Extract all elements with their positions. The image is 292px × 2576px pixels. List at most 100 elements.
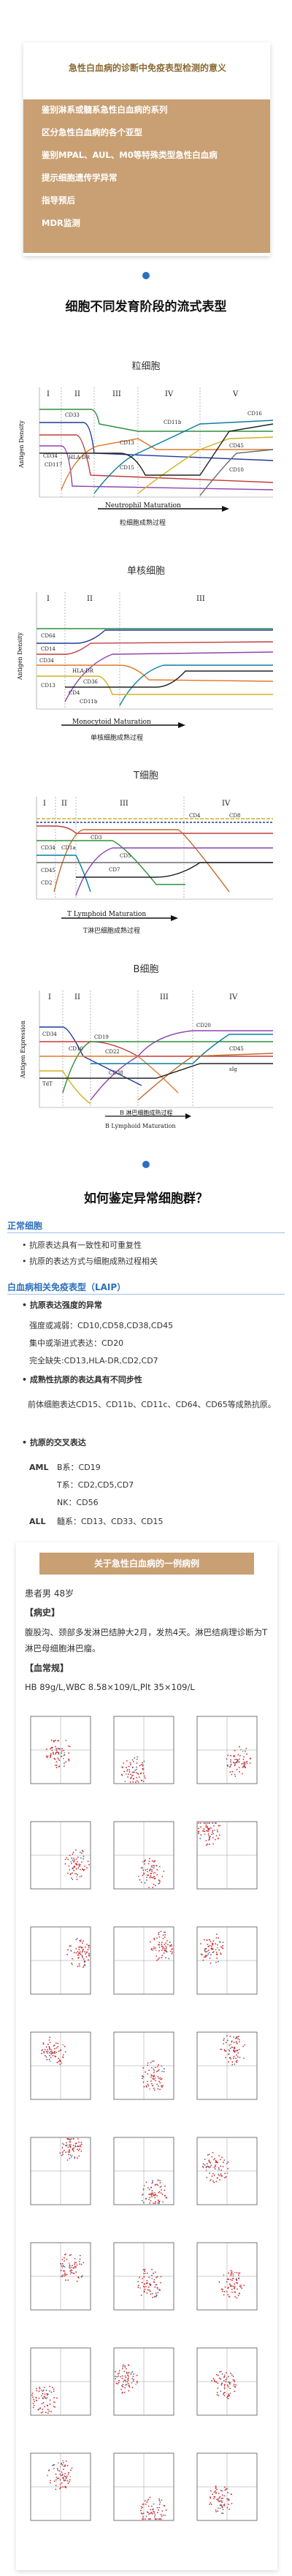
marker-label: CD64 (41, 633, 55, 639)
event-dot (69, 2469, 72, 2471)
event-dot (216, 1933, 218, 1935)
event-dot (70, 2143, 72, 2145)
event-dot (87, 1860, 89, 1863)
event-dot (205, 1955, 207, 1958)
flow-plot (30, 2452, 91, 2521)
event-dot (50, 2391, 53, 2393)
event-dot (218, 1961, 219, 1963)
event-dot (64, 2476, 66, 2477)
event-dot (72, 1859, 74, 1861)
event-dot (237, 1759, 239, 1761)
event-dot (80, 1857, 82, 1859)
stage-label: II (74, 993, 80, 1001)
flow-plot (113, 2242, 174, 2311)
event-dot (209, 1836, 210, 1838)
event-dot (45, 1755, 47, 1757)
event-dot (220, 2390, 222, 2393)
event-dot (158, 1957, 161, 1959)
event-dot (161, 1876, 164, 1877)
event-dot (126, 1770, 128, 1772)
event-dot (49, 2403, 51, 2405)
event-dot (78, 1949, 80, 1951)
chart-caption-tcell: T细胞 (134, 770, 158, 781)
event-dot (54, 2047, 55, 2050)
header-title: 急性白血病的诊断中免疫表型检测的意义 (68, 63, 226, 73)
event-dot (223, 2037, 225, 2039)
event-dot (226, 1764, 228, 1766)
event-dot (212, 1951, 215, 1953)
event-dot (147, 2518, 150, 2520)
event-dot (59, 1748, 61, 1750)
event-dot (215, 2490, 216, 2492)
event-dot (144, 1863, 145, 1865)
event-dot (222, 1947, 224, 1950)
history-text: 腹股沟、颈部多发淋巴结肿大2月，发热4天。淋巴结病理诊断为T淋巴母细胞淋巴瘤。 (25, 1627, 268, 1653)
flow-plot (30, 1716, 91, 1784)
event-dot (128, 1765, 130, 1768)
event-dot (212, 2498, 215, 2499)
event-dot (55, 2488, 57, 2490)
event-dot (76, 2280, 78, 2282)
event-dot (154, 2067, 156, 2069)
event-dot (46, 2393, 48, 2395)
event-dot (156, 2083, 158, 2086)
event-dot (161, 1943, 163, 1945)
event-dot (136, 1780, 138, 1782)
flow-plot (113, 2347, 174, 2416)
chart-caption-monocyte: 单核细胞 (126, 566, 165, 577)
event-dot (198, 1822, 199, 1824)
event-dot (218, 2371, 220, 2373)
event-dot (223, 2387, 226, 2390)
event-dot (235, 2050, 237, 2052)
event-dot (216, 2499, 218, 2501)
event-dot (140, 1867, 142, 1868)
event-dot (222, 2497, 224, 2499)
event-dot (49, 2390, 50, 2392)
event-dot (159, 2186, 161, 2188)
event-dot (42, 2043, 45, 2045)
event-dot (234, 1765, 236, 1767)
event-dot (126, 1767, 127, 1768)
event-dot (79, 2148, 81, 2151)
event-dot (79, 1864, 81, 1866)
event-dot (54, 2052, 56, 2054)
event-dot (153, 2089, 155, 2091)
section-title: 细胞不同发育阶段的流式表型 (65, 300, 227, 314)
cross-text: B系：CD19 (57, 1463, 101, 1472)
event-dot (64, 2473, 66, 2474)
event-dot (207, 1953, 210, 1955)
event-dot (228, 2044, 231, 2046)
event-dot (159, 2180, 161, 2182)
event-dot (235, 2057, 237, 2059)
event-dot (238, 2041, 240, 2043)
event-dot (58, 1765, 61, 1767)
event-dot (207, 1950, 210, 1951)
event-dot (135, 1766, 137, 1768)
event-dot (128, 2390, 130, 2392)
event-dot (228, 2382, 231, 2384)
event-dot (227, 2492, 229, 2493)
event-dot (139, 2287, 142, 2289)
laip-paragraph: 前体细胞表达CD15、CD11b、CD11c、CD64、CD65等成熟抗原。 (28, 1400, 276, 1409)
event-dot (78, 1863, 80, 1865)
event-dot (62, 2270, 64, 2272)
event-dot (136, 1776, 138, 1778)
flow-plot (30, 2242, 91, 2311)
event-dot (66, 2273, 68, 2276)
stage-label: III (160, 993, 169, 1001)
event-dot (69, 2144, 70, 2145)
event-dot (120, 2388, 122, 2390)
event-dot (79, 1940, 81, 1942)
event-dot (72, 2265, 74, 2267)
event-dot (164, 1933, 166, 1936)
event-dot (77, 2157, 78, 2159)
event-dot (127, 2377, 129, 2379)
event-dot (221, 2156, 223, 2159)
event-dot (66, 2259, 68, 2260)
event-dot (147, 2083, 149, 2086)
event-dot (130, 2374, 132, 2376)
event-dot (214, 1829, 215, 1831)
event-dot (59, 2483, 61, 2485)
event-dot (220, 2512, 223, 2515)
event-dot (150, 1872, 152, 1874)
